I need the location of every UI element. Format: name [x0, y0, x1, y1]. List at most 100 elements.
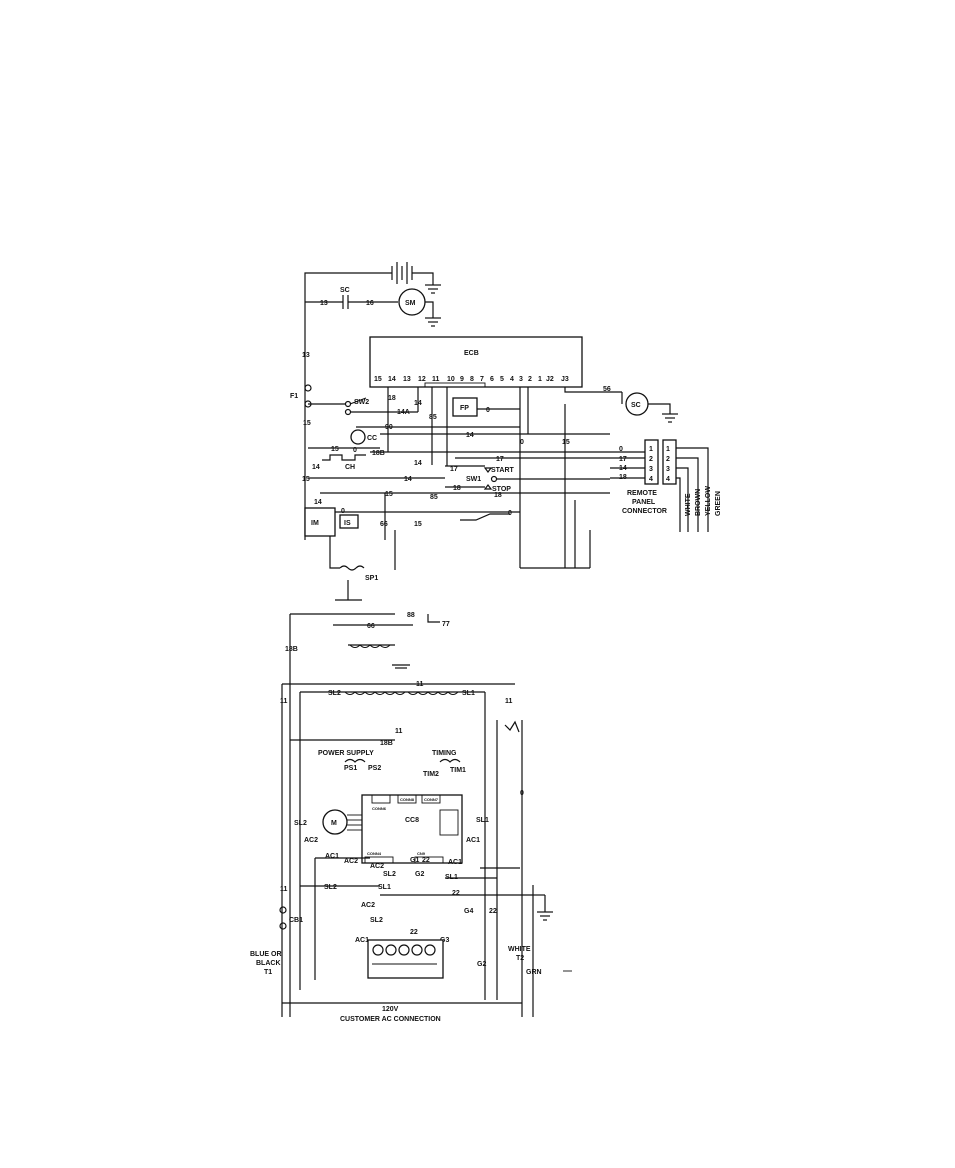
wire-label: 14: [404, 476, 412, 483]
ecb-terminal: 8: [470, 376, 474, 383]
is-label: IS: [344, 520, 351, 527]
remote-panel-connector: 0 17 14 18 1 2 3 4 1 2 3 4 REMOTE PANEL …: [600, 439, 722, 532]
sc-right-label: SC: [631, 402, 641, 409]
cc-coil-icon: [350, 429, 366, 445]
wire-label: 15: [385, 491, 393, 498]
wire-label: 11: [505, 698, 513, 705]
wire-label: 17: [619, 456, 627, 463]
blue-black-label: BLUE OR: [250, 951, 282, 958]
cc8-control-board: 11 18B POWER SUPPLY PS1 PS2 TIMING TIM1 …: [290, 728, 466, 864]
wire-label: 90: [385, 424, 393, 431]
conn-label: CONN6: [372, 806, 387, 811]
wire-label: 18B: [372, 450, 385, 457]
fuel-pump-icon: [452, 397, 478, 417]
top-power-circuit: 13 SC 16 SM 13: [302, 262, 441, 540]
ecb-terminal: J3: [561, 376, 569, 383]
ignition-module-icon: [304, 507, 336, 537]
wire-label: 22: [410, 929, 418, 936]
wire-label: 0: [619, 446, 623, 453]
im-label: IM: [311, 520, 319, 527]
sw1-label: SW1: [466, 476, 481, 483]
glow-heater-icon: [322, 454, 366, 461]
start-label: START: [491, 467, 515, 474]
voltage-label: 120V: [382, 1006, 399, 1013]
ecb-title: ECB: [464, 350, 479, 357]
pin-label: 3: [666, 466, 670, 473]
wire-label: 66: [367, 623, 375, 630]
ecb-terminal: 7: [480, 376, 484, 383]
conn-label: CONN8: [400, 797, 415, 802]
ecb-terminal: 15: [374, 376, 382, 383]
wire-label: SL2: [383, 871, 396, 878]
wire-label: 13: [320, 300, 328, 307]
wire-label: G2: [415, 871, 424, 878]
ecb-terminal: 1: [538, 376, 542, 383]
wire-label: 0: [508, 510, 512, 517]
ecb-terminal: 6: [490, 376, 494, 383]
m-label: M: [331, 820, 337, 827]
timing-label: TIMING: [432, 750, 457, 757]
pin-label: 1: [649, 446, 653, 453]
wire-label: AC1: [355, 937, 369, 944]
blue-black-label: BLACK: [256, 960, 281, 967]
wire-label: AC2: [370, 863, 384, 870]
wire-label: 56: [603, 386, 611, 393]
wire-label: 15: [414, 521, 422, 528]
ecb-terminal: 9: [460, 376, 464, 383]
wire-label: 15: [562, 439, 570, 446]
wire-label: AC2: [361, 902, 375, 909]
spark-plug-coil-icon: [339, 565, 365, 571]
battery-icon: [391, 262, 413, 284]
sp1-label: SP1: [365, 575, 378, 582]
fp-label: FP: [460, 405, 469, 412]
wire-label: 85: [430, 494, 438, 501]
wire-label: G2: [477, 961, 486, 968]
cb1-label: CB1: [289, 917, 303, 924]
wire-label: 18: [453, 485, 461, 492]
wire-color: GREEN: [715, 491, 722, 516]
wire-label: AC1: [325, 853, 339, 860]
wire-label: SL2: [328, 690, 341, 697]
sw2-label: SW2: [354, 399, 369, 406]
connector-label: CONNECTOR: [622, 508, 667, 515]
wire-label: 15: [302, 476, 310, 483]
ccb-label: CC8: [405, 817, 419, 824]
sw2-switch-icon: [344, 400, 352, 408]
wire-label: G4: [464, 908, 473, 915]
breaker-icon: [279, 906, 287, 914]
conn-label: CONN7: [424, 797, 439, 802]
wire-label: 14: [414, 400, 422, 407]
wire-label: 11: [416, 681, 424, 688]
wire-label: 17: [496, 456, 504, 463]
connector-label: REMOTE: [627, 490, 657, 497]
connector-label: PANEL: [632, 499, 656, 506]
ecb-terminal: 5: [500, 376, 504, 383]
wire-color: WHITE: [685, 493, 692, 516]
wire-label: 18: [494, 492, 502, 499]
pin-label: 2: [649, 456, 653, 463]
conn-label: CN9: [417, 851, 426, 856]
wire-label: SL2: [324, 884, 337, 891]
capacitor-icon: [342, 295, 349, 309]
ecb-terminal: J2: [546, 376, 554, 383]
wire-label: 15: [331, 446, 339, 453]
wire-label: AC1: [448, 859, 462, 866]
wire-label: 0: [353, 447, 357, 454]
wire-label: 14: [414, 460, 422, 467]
conn-label: CONN4: [367, 851, 382, 856]
wire-label: SL1: [378, 884, 391, 891]
ecb-board: ECB 15 14 13 12 11 10 9 8 7 6 5 4 3 2 1 …: [369, 336, 583, 388]
cc-label: CC: [367, 435, 377, 442]
wire-label: 18B: [285, 646, 298, 653]
wire-label: 88: [407, 612, 415, 619]
pin-label: 3: [649, 466, 653, 473]
ecb-terminal: 14: [388, 376, 396, 383]
wire-label: AC2: [344, 858, 358, 865]
pin-label: 4: [649, 476, 653, 483]
wire-label: 11: [395, 728, 403, 735]
pin-label: 2: [666, 456, 670, 463]
wire-label: 22: [422, 857, 430, 864]
sm-label: SM: [405, 300, 416, 307]
ch-label: CH: [345, 464, 355, 471]
pin-label: 4: [666, 476, 670, 483]
